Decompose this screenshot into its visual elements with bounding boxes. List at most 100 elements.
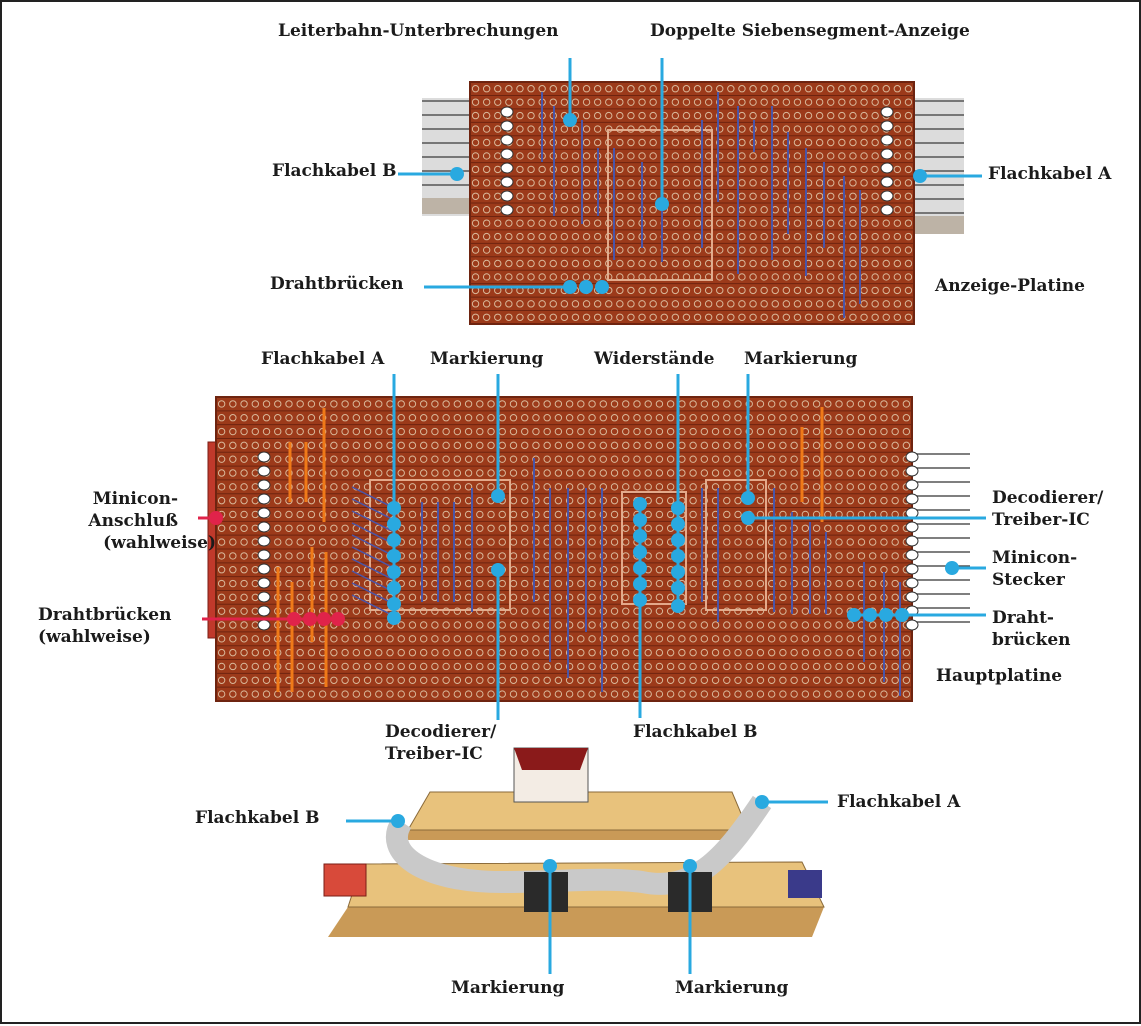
hole xyxy=(341,566,349,574)
hole xyxy=(767,455,776,463)
hole xyxy=(882,232,890,241)
hole xyxy=(509,483,518,491)
hole xyxy=(229,648,237,657)
hole xyxy=(666,662,675,671)
hole xyxy=(745,635,753,643)
leader-bottom-ribbon-b-dot xyxy=(633,545,647,559)
hole xyxy=(812,579,821,588)
hole xyxy=(610,607,619,615)
hole xyxy=(671,179,680,187)
hole xyxy=(782,98,791,106)
hole xyxy=(835,538,843,546)
hole xyxy=(734,496,742,505)
hole xyxy=(760,179,768,187)
hole xyxy=(494,138,502,147)
hole xyxy=(649,286,657,295)
hole xyxy=(588,510,596,519)
hole xyxy=(605,111,613,120)
hole xyxy=(471,179,480,187)
leader-resistor-dot xyxy=(671,581,685,595)
hole xyxy=(734,621,742,629)
hole xyxy=(644,427,652,436)
hole xyxy=(549,273,557,281)
hole xyxy=(734,510,742,519)
hole xyxy=(716,246,724,254)
hole xyxy=(494,98,502,106)
hole xyxy=(582,300,591,308)
hole xyxy=(882,98,890,106)
hole xyxy=(700,676,709,684)
hole xyxy=(689,635,697,643)
hole xyxy=(627,286,635,295)
hole xyxy=(554,552,563,560)
hole xyxy=(431,400,439,408)
hole xyxy=(869,400,877,408)
hole xyxy=(341,400,349,408)
hole xyxy=(453,455,462,463)
hole xyxy=(734,593,742,602)
hole xyxy=(849,152,857,160)
hole xyxy=(532,400,540,408)
hole xyxy=(779,579,787,588)
hole xyxy=(330,441,338,450)
leader-main-ribbon-a-dot xyxy=(387,549,401,563)
hole xyxy=(869,441,877,450)
hole xyxy=(767,690,776,698)
hole xyxy=(622,690,630,698)
hole xyxy=(682,300,691,308)
hole xyxy=(229,496,237,505)
hole xyxy=(296,524,304,532)
hole xyxy=(745,552,753,560)
label-bottom-decoder-line1: Decodierer/ xyxy=(385,722,497,742)
leader-decoder-ic-dot xyxy=(741,511,755,525)
hole xyxy=(521,662,529,671)
hole xyxy=(588,676,596,684)
hole xyxy=(756,441,765,450)
hole xyxy=(745,566,753,574)
hole xyxy=(375,690,383,698)
hole xyxy=(453,662,462,671)
hole xyxy=(599,427,607,436)
hole xyxy=(871,138,879,147)
hole xyxy=(296,593,304,602)
hole xyxy=(749,192,757,200)
hole xyxy=(363,455,372,463)
hole xyxy=(756,593,765,602)
hole xyxy=(767,483,776,491)
leader-dual-display-dot xyxy=(655,197,669,211)
hole xyxy=(723,648,731,657)
hole xyxy=(352,676,361,684)
hole xyxy=(782,111,791,120)
hole xyxy=(749,313,757,321)
hole xyxy=(857,552,866,560)
hole xyxy=(487,648,495,657)
hole xyxy=(274,427,282,436)
hole xyxy=(274,414,282,422)
hole xyxy=(419,414,428,422)
hole xyxy=(704,165,713,174)
leader-wire-links-dot xyxy=(847,608,861,622)
hole xyxy=(341,441,349,450)
hole xyxy=(408,441,417,450)
hole xyxy=(838,273,846,281)
hole xyxy=(633,483,641,491)
hole xyxy=(419,483,428,491)
hole xyxy=(610,400,619,408)
hole xyxy=(622,496,630,505)
hole xyxy=(760,85,768,93)
hole xyxy=(655,496,664,505)
hole xyxy=(716,300,724,308)
hole xyxy=(554,524,563,532)
hole xyxy=(815,179,824,187)
hole xyxy=(693,125,702,133)
hole xyxy=(464,427,473,436)
hole xyxy=(849,179,857,187)
hole xyxy=(666,427,675,436)
hole xyxy=(711,690,720,698)
hole xyxy=(217,538,226,546)
hole xyxy=(760,219,768,227)
hole xyxy=(793,219,802,227)
hole xyxy=(655,400,664,408)
